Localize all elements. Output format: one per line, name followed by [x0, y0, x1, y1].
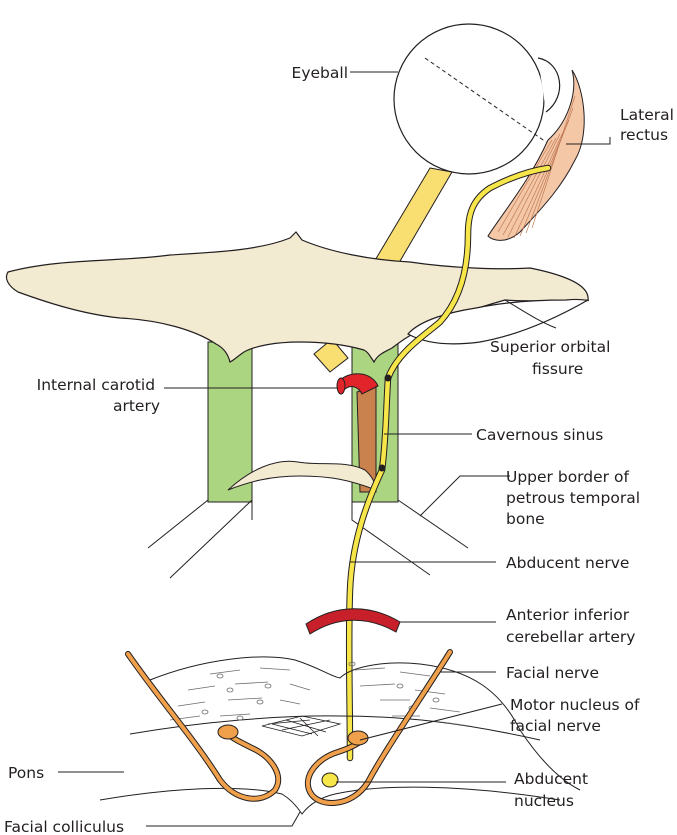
label-internal-carotid-artery: Internal carotid artery: [37, 376, 160, 415]
motor-nucleus-right: [348, 731, 368, 745]
label-motor-nucleus-facial: Motor nucleus of facial nerve: [510, 696, 644, 735]
label-pons: Pons: [8, 764, 44, 782]
facial-nerve-left-outline: [128, 654, 278, 799]
label-cavernous-sinus: Cavernous sinus: [476, 426, 603, 444]
labels: Eyeball Lateral rectus Superior orbital …: [4, 64, 677, 835]
label-aica: Anterior inferior cerebellar artery: [506, 606, 635, 646]
label-upper-border-petrous: Upper border of petrous temporal bone: [506, 468, 645, 528]
abducent-nucleus: [322, 773, 338, 787]
pons-reticular-mesh: [262, 716, 340, 736]
motor-nucleus-left: [218, 725, 238, 739]
optic-nerve: [374, 168, 452, 268]
label-facial-colliculus: Facial colliculus: [4, 818, 124, 835]
eyeball: [394, 24, 544, 174]
label-lateral-rectus: Lateral rectus: [620, 106, 677, 144]
anterior-inferior-cerebellar-artery: [306, 609, 400, 634]
carotid-cut-end: [337, 378, 345, 394]
label-abducent-nucleus: Abducent nucleus: [514, 770, 593, 810]
label-superior-orbital-fissure: Superior orbital fissure: [490, 338, 615, 378]
label-eyeball: Eyeball: [292, 64, 348, 82]
label-abducent-nerve: Abducent nerve: [506, 554, 629, 572]
nerve-entry-dot-bottom: [379, 465, 386, 472]
petrous-bone-left-lines: [148, 500, 252, 578]
nerve-entry-dot-top: [385, 375, 392, 382]
facial-nerve-left: [128, 654, 278, 799]
label-facial-nerve: Facial nerve: [506, 664, 599, 682]
petrous-bone-right-lines: [352, 500, 468, 575]
